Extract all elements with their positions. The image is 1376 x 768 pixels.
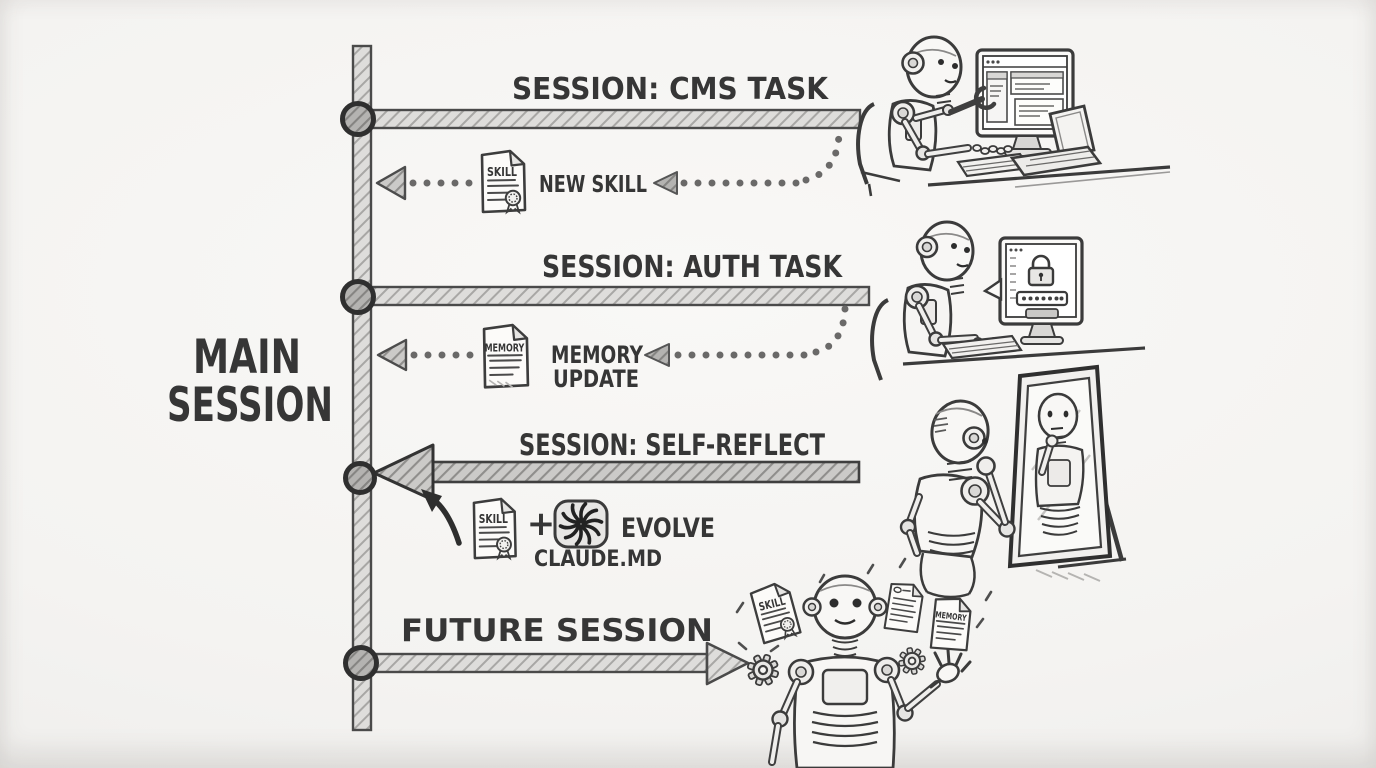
brow-lines [933, 417, 949, 433]
sparkle-marks [735, 557, 993, 653]
speech-bubble-tail [982, 277, 1003, 301]
return-arrow-reflect [372, 443, 861, 502]
robot-auth [902, 220, 1014, 358]
login-button-sketch [1025, 308, 1059, 319]
mid-arrowhead-cms-icon [653, 171, 678, 195]
dotted-return-path-auth [410, 305, 849, 359]
robot-eye [982, 438, 988, 444]
return-arrowhead-auth-icon [376, 338, 408, 372]
main-session-label-line1: MAIN [193, 330, 301, 385]
robot-hips [919, 552, 976, 599]
notes-document-icon [882, 579, 927, 635]
return-label-memory: MEMORY [551, 341, 643, 369]
session-title-cms: SESSION: CMS TASK [512, 72, 830, 107]
robot-future [768, 574, 972, 768]
lock-icon [1027, 254, 1055, 287]
chest-panel [821, 668, 869, 706]
waist-ribs [927, 531, 976, 555]
robot-mouth [834, 618, 856, 625]
session-title-future: FUTURE SESSION [401, 613, 713, 649]
claude-md-label: CLAUDE.MD [534, 547, 662, 572]
laptop [1009, 104, 1103, 177]
skill-doc-badge: SKILL [479, 512, 508, 526]
branch-arrow-future [369, 641, 750, 686]
session-title-auth: SESSION: AUTH TASK [542, 250, 843, 285]
left-arrowhead-icon [372, 443, 435, 502]
robot-torso [793, 655, 896, 768]
timeline-node-reflect [343, 461, 377, 495]
robot-eye [951, 243, 957, 249]
mirror [1007, 364, 1127, 582]
gear-icon [895, 644, 929, 678]
skill-document-icon-reflect: SKILL [472, 497, 517, 560]
robot-eye [952, 63, 958, 69]
robot-reflect [899, 399, 1016, 599]
desk [927, 165, 1171, 187]
dotted-return-path-cms [409, 130, 843, 187]
mirror-reflection-robot [1031, 392, 1091, 536]
branch-line-auth [369, 285, 871, 307]
chair [870, 298, 890, 381]
skill-document-icon-cms: SKILL [480, 149, 527, 214]
branch-line-cms [369, 108, 862, 130]
wrench-icon [948, 85, 997, 115]
return-arrowhead-cms-icon [375, 165, 407, 201]
timeline-node-future [343, 645, 379, 681]
main-session-label-line2: SESSION [167, 378, 333, 433]
plus-sign: + [527, 504, 556, 544]
memory-doc-badge: MEMORY [485, 342, 525, 355]
robot-cms [887, 35, 1013, 172]
robot-eye [938, 59, 944, 65]
mirror-shadow [1035, 569, 1101, 582]
evolve-label: EVOLVE [621, 513, 715, 544]
robot-hands [972, 144, 1013, 155]
robot-eye [852, 598, 862, 608]
robot-future-scene: SKILL MEMORY [735, 557, 993, 768]
robot-eye [964, 247, 970, 253]
robot-neck [948, 277, 965, 295]
fist-at-chin [976, 456, 996, 476]
robot-mouth [944, 79, 957, 84]
robot-neck [831, 639, 859, 657]
memory-document-icon-future: MEMORY [928, 594, 974, 654]
session-title-reflect: SESSION: SELF-REFLECT [519, 428, 825, 462]
open-hand [929, 648, 972, 689]
keyboard [941, 334, 1023, 360]
robot-mouth [956, 263, 969, 268]
robot-eye [829, 598, 839, 608]
memory-document-icon-auth: MEMORY [482, 323, 530, 389]
claude-spark-icon [553, 499, 609, 549]
screen-list-ticks [1010, 257, 1016, 299]
timeline-node-cms [340, 101, 376, 137]
evolve-curved-arrow [421, 489, 462, 546]
desk [902, 346, 1146, 366]
main-session-timeline [351, 44, 373, 732]
robot-cms-scene [856, 35, 1171, 197]
mid-arrowhead-auth-icon [644, 343, 670, 367]
return-label-new-skill: NEW SKILL [539, 172, 647, 198]
robot-auth-scene [870, 220, 1146, 381]
timeline-node-auth [340, 279, 376, 315]
robot-neck [946, 460, 973, 481]
skill-document-icon-future: SKILL [748, 579, 803, 645]
robot-reflect-scene [899, 364, 1127, 599]
chair [856, 102, 876, 185]
skill-doc-badge: SKILL [487, 164, 517, 179]
auth-monitor [982, 236, 1084, 345]
right-arrowhead-icon [705, 641, 750, 686]
memory-doc-badge: MEMORY [935, 610, 968, 624]
gear-icon [742, 649, 784, 691]
password-field [1015, 290, 1069, 307]
curved-arrowhead-icon [421, 489, 442, 512]
belly-ribs [811, 710, 879, 748]
return-label-update: UPDATE [553, 365, 639, 393]
